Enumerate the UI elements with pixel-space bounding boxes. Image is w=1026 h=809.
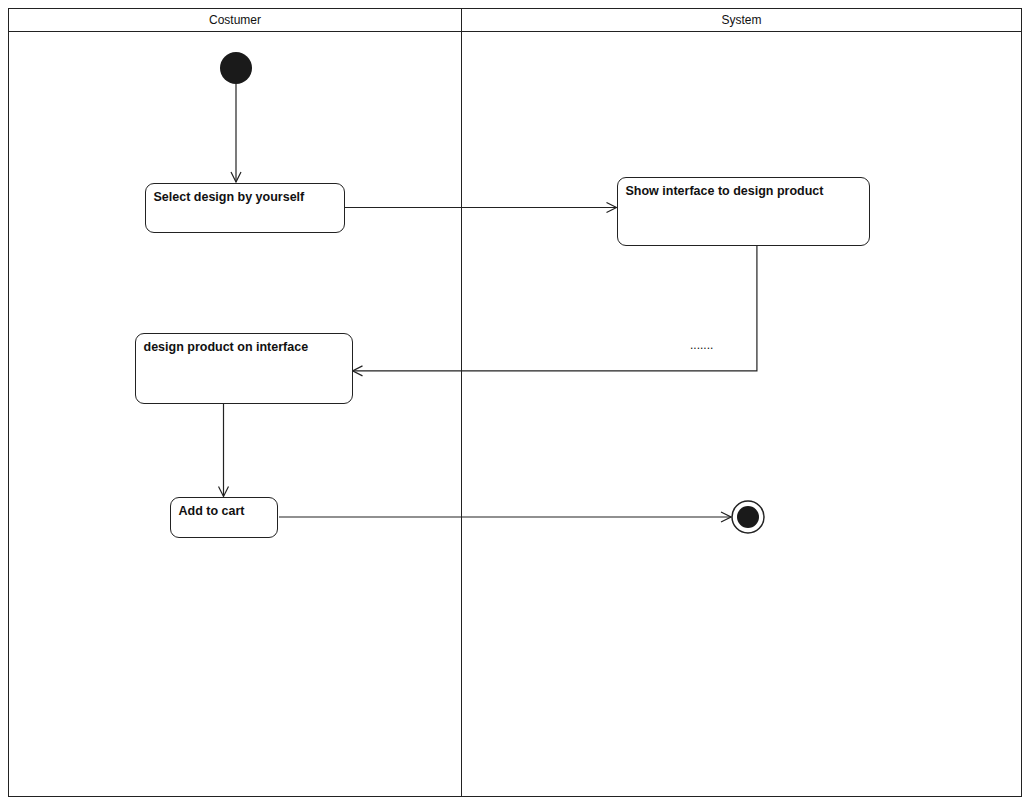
action-box: Add to cart <box>170 497 278 538</box>
final-node-ring <box>732 501 764 533</box>
swimlane: SystemShow interface to design product <box>461 8 1022 797</box>
lane-title: Costumer <box>9 9 461 32</box>
initial-node <box>220 52 252 84</box>
swimlane: CostumerSelect design by yourself design … <box>8 8 462 797</box>
action-box: design product on interface <box>135 333 353 404</box>
final-node-dot <box>737 506 759 528</box>
action-box: Show interface to design product <box>617 177 870 246</box>
action-text: Show interface to design product <box>626 184 861 200</box>
control-flow <box>223 404 224 497</box>
final-flow <box>279 516 731 517</box>
control-flow <box>353 246 757 371</box>
lane-title: System <box>462 9 1021 32</box>
ellipsis-note: ....... <box>688 338 715 352</box>
action-text: Select design by yourself <box>154 190 336 206</box>
control-flow <box>345 207 617 208</box>
initial-flow <box>235 84 236 182</box>
action-box: Select design by yourself <box>145 183 345 233</box>
action-text: Add to cart <box>179 504 269 520</box>
action-text: design product on interface <box>144 340 344 356</box>
